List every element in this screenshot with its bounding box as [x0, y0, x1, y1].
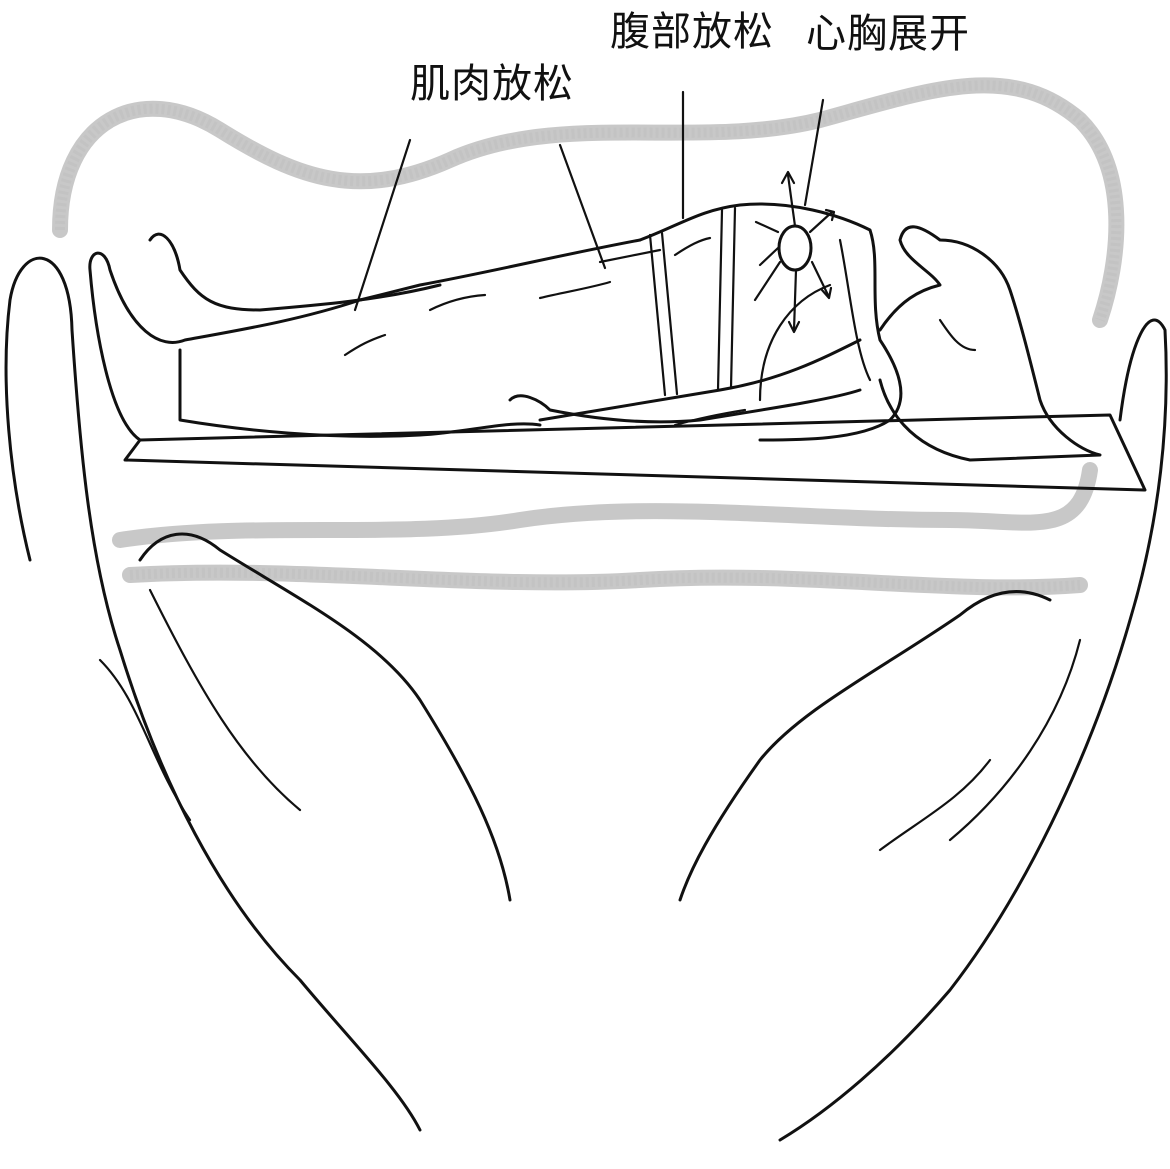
- heart-radiance: [755, 172, 834, 332]
- aura-bands: [60, 85, 1116, 587]
- left-hand-inner: [140, 534, 510, 900]
- waist-band-1: [650, 235, 665, 395]
- waist-band-2: [718, 210, 722, 390]
- right-hand-inner: [680, 592, 1050, 900]
- left-hand-outer: [6, 258, 420, 1130]
- board: [125, 415, 1145, 490]
- label-abdomen-relaxation: 腹部放松: [610, 12, 774, 52]
- label-muscle-relaxation: 肌肉放松: [410, 64, 574, 104]
- head: [880, 227, 1100, 460]
- torso: [640, 204, 901, 440]
- label-chest-opening: 心胸展开: [806, 14, 970, 54]
- arm: [540, 340, 860, 420]
- muscle-leader: [355, 140, 410, 310]
- right-hand-outer: [780, 320, 1166, 1140]
